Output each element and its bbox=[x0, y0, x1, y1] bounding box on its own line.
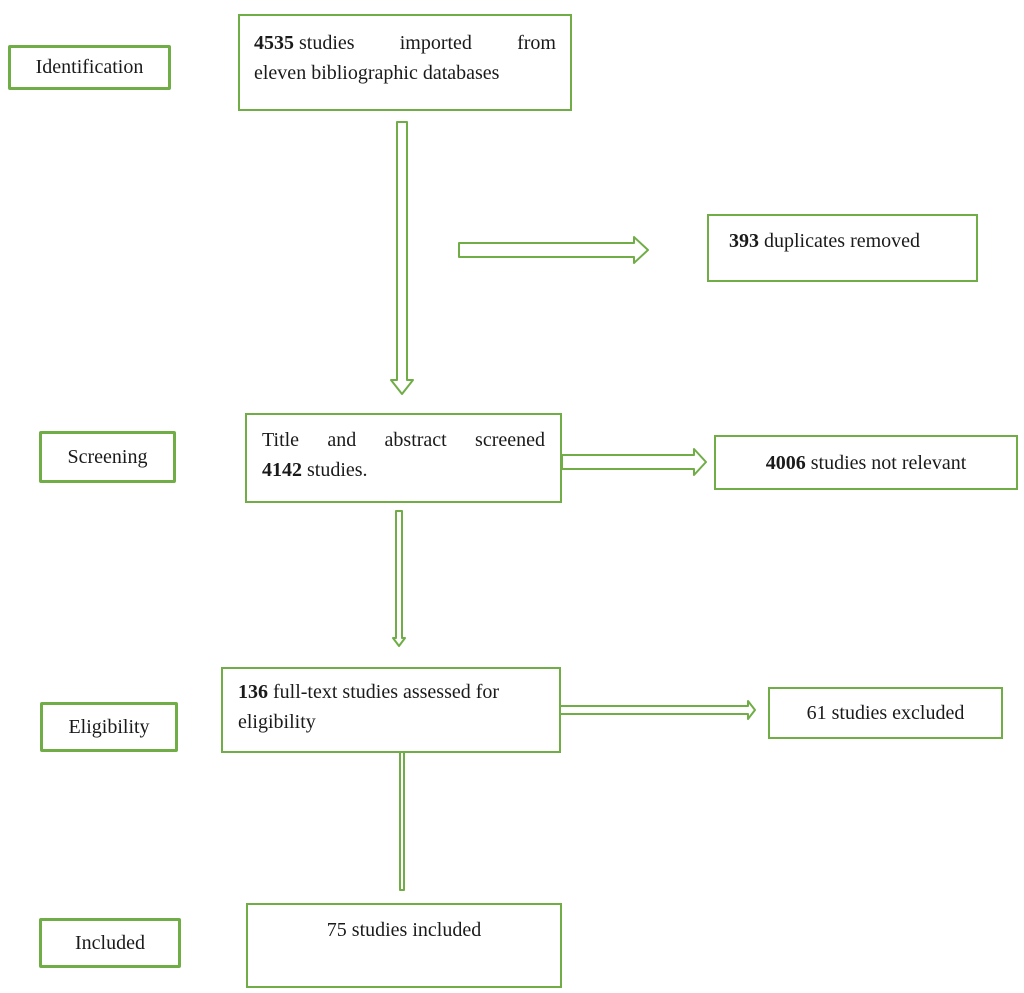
screened-line2: 4142 studies. bbox=[262, 459, 368, 481]
stage-label: Eligibility bbox=[68, 715, 150, 738]
box-duplicates-removed: 393 duplicates removed bbox=[707, 214, 978, 282]
screened-line1: Title and abstract screened bbox=[262, 429, 545, 451]
stage-identification: Identification bbox=[8, 45, 171, 90]
box-studies-imported: 4535 studies imported from eleven biblio… bbox=[238, 14, 572, 111]
not-relevant-count: 4006 bbox=[765, 451, 806, 474]
arrow-to-duplicates bbox=[458, 236, 649, 264]
assessed-line2: eligibility bbox=[238, 711, 316, 733]
arrow-to-excluded bbox=[559, 700, 756, 720]
imported-line2: eleven bibliographic databases bbox=[254, 62, 500, 84]
not-relevant-text: studies not relevant bbox=[810, 451, 967, 474]
box-title-abstract-screened: Title and abstract screened 4142 studies… bbox=[245, 413, 562, 503]
box-studies-excluded: 61 studies excluded bbox=[768, 687, 1003, 739]
screened-count: 4142 bbox=[262, 459, 302, 481]
imported-count: 4535 bbox=[254, 32, 294, 54]
imported-line1: 4535 studies imported from bbox=[254, 32, 556, 54]
assessed-count: 136 bbox=[238, 681, 268, 703]
stage-label: Included bbox=[75, 931, 145, 954]
duplicates-count: 393 bbox=[729, 230, 759, 252]
arrow-screening-to-eligibility bbox=[392, 510, 406, 647]
excluded-text: 61 studies excluded bbox=[806, 702, 965, 724]
assessed-line1: 136 full-text studies assessed for bbox=[238, 681, 500, 703]
arrow-identification-to-screening bbox=[390, 121, 414, 395]
duplicates-text: duplicates removed bbox=[764, 230, 921, 252]
arrow-to-not-relevant bbox=[561, 448, 707, 476]
stage-label: Screening bbox=[67, 445, 148, 468]
stage-included: Included bbox=[39, 918, 181, 968]
arrow-eligibility-to-included bbox=[399, 751, 405, 891]
included-text: 75 studies included bbox=[326, 919, 482, 941]
box-full-text-assessed: 136 full-text studies assessed for eligi… bbox=[221, 667, 561, 753]
stage-label: Identification bbox=[35, 56, 144, 78]
box-studies-included: 75 studies included bbox=[246, 903, 562, 988]
box-not-relevant: 4006 studies not relevant bbox=[714, 435, 1018, 490]
stage-eligibility: Eligibility bbox=[40, 702, 178, 752]
stage-screening: Screening bbox=[39, 431, 176, 483]
